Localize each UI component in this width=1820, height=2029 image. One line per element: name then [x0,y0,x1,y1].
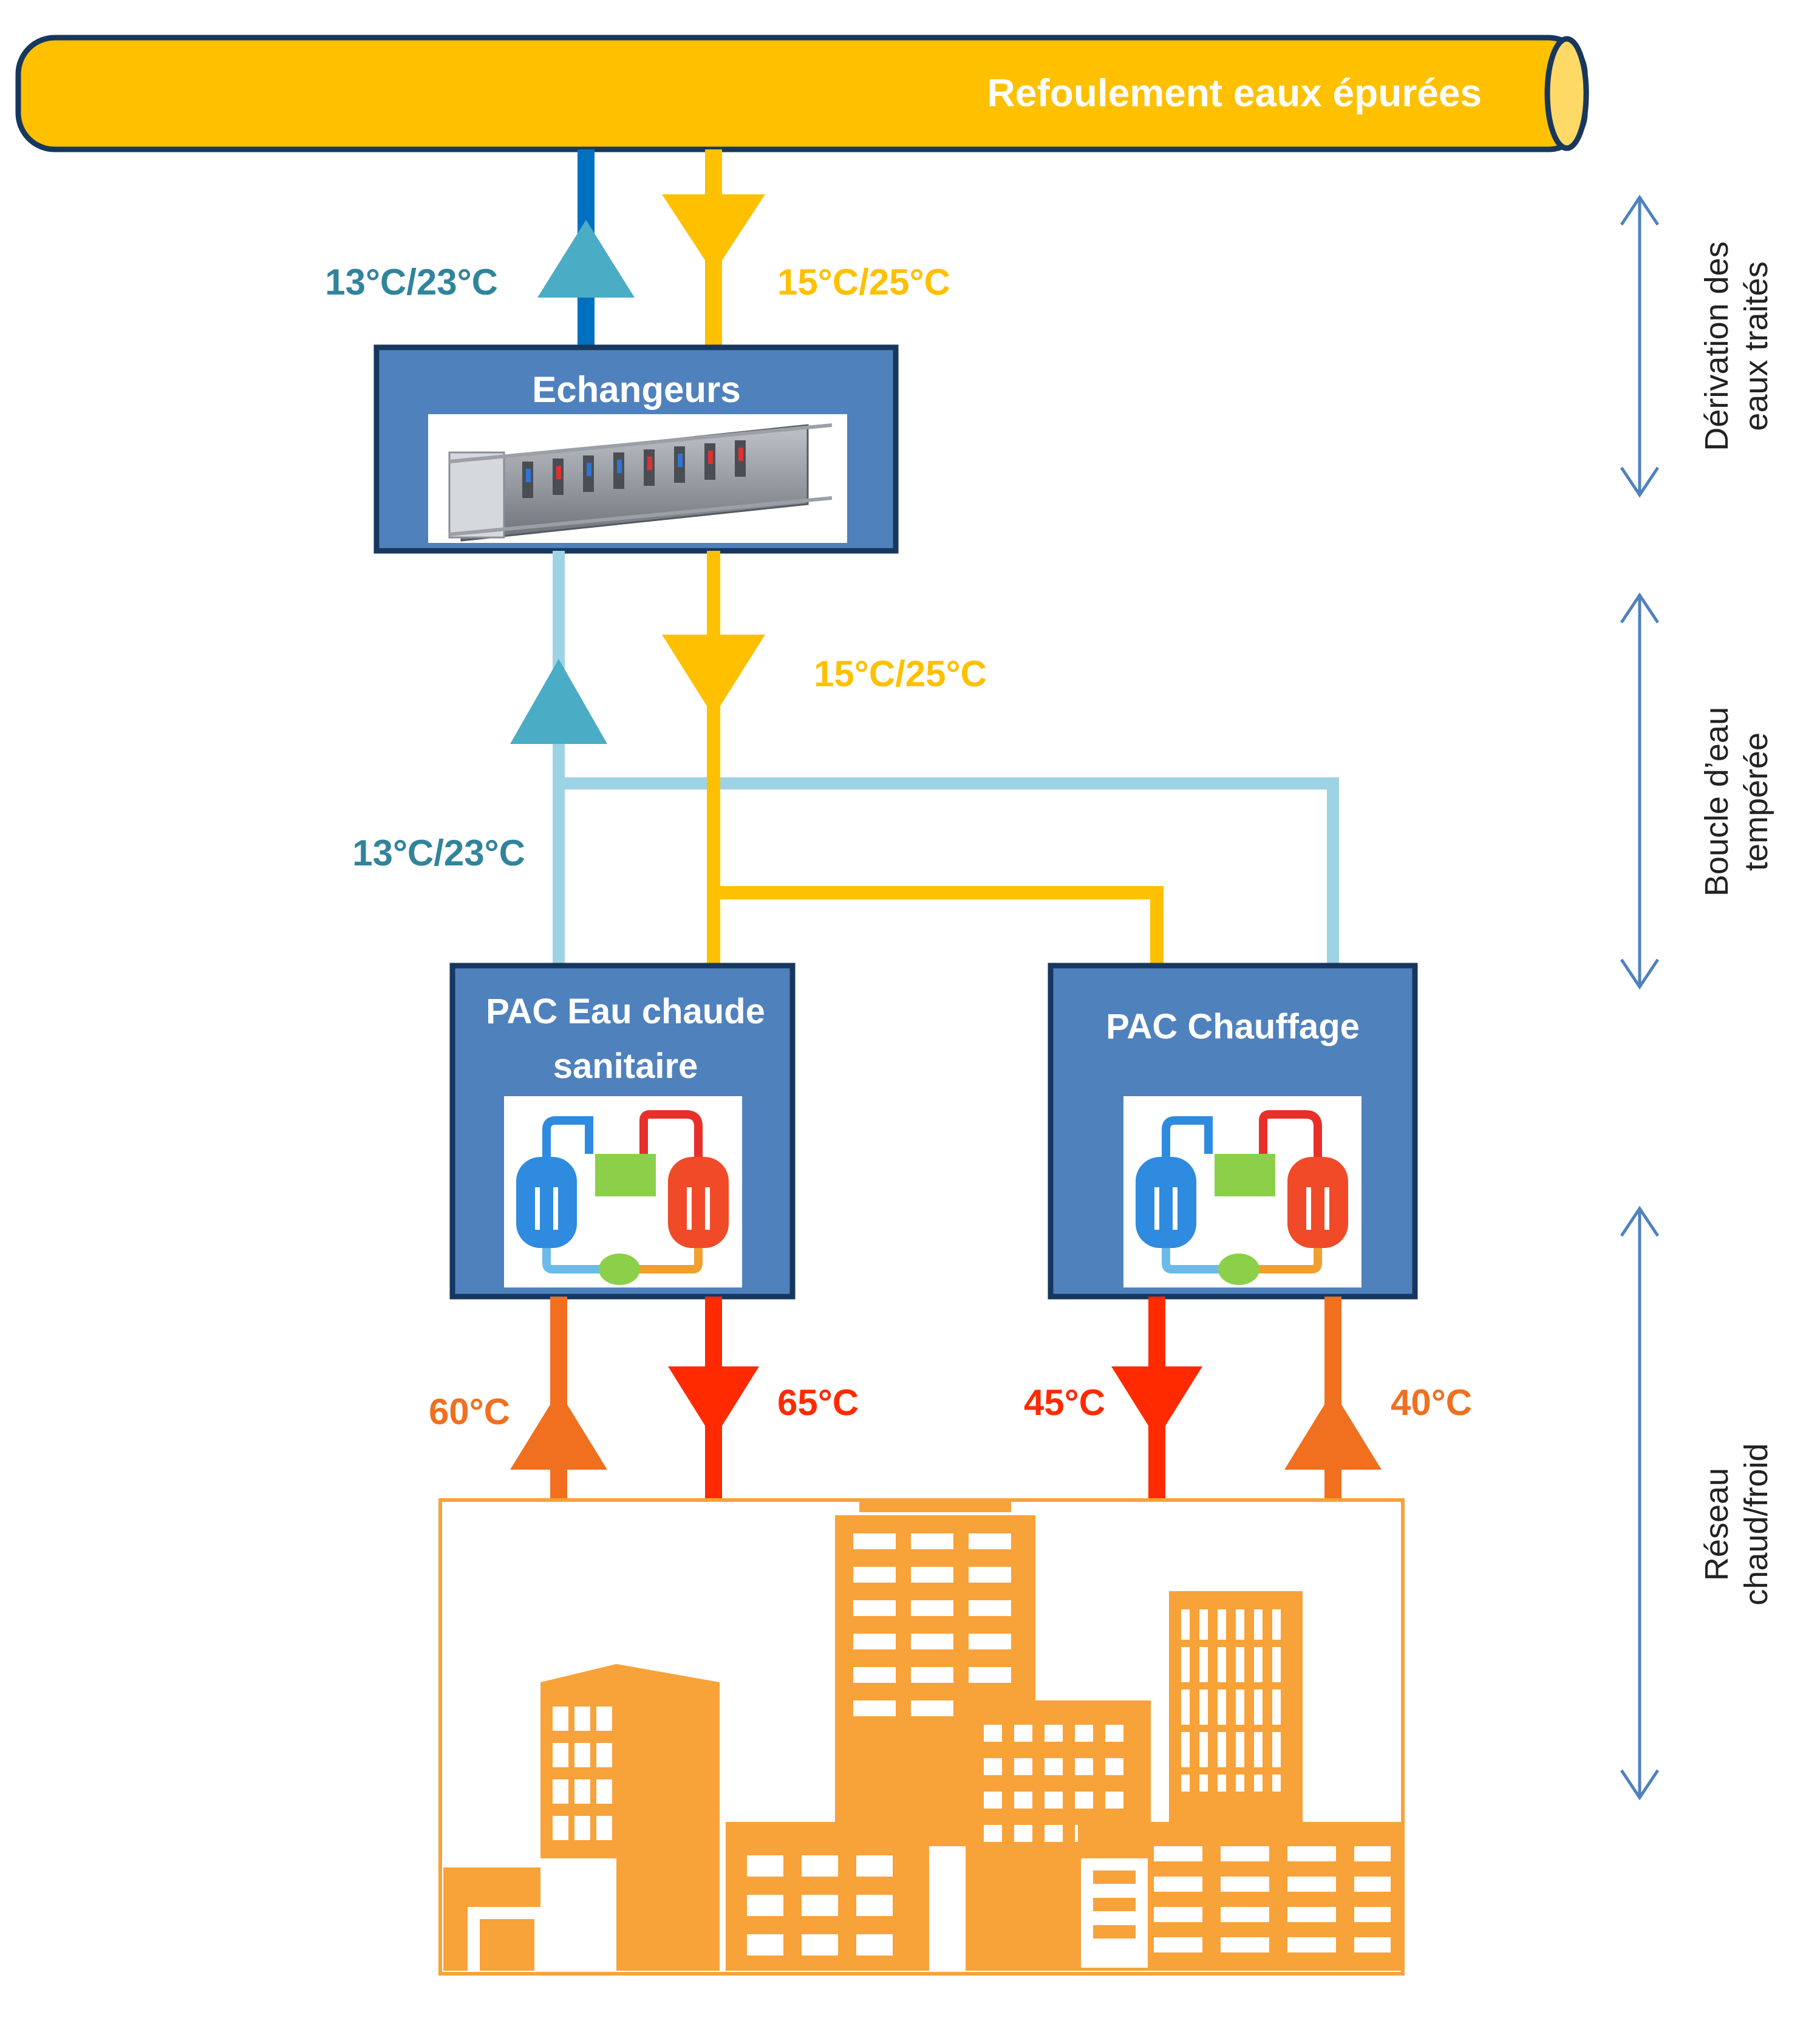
up-arrow-heating-return [1284,1391,1382,1470]
temp-heating-return: 40°C [1391,1382,1472,1423]
heat-pump-cycle-icon [516,1110,729,1285]
temp-loop-supply: 15°C/25°C [814,653,987,694]
up-arrow-loop-return [510,659,607,744]
zone-network-line1: Réseau [1699,1468,1735,1581]
temp-loop-return: 13°C/23°C [352,833,525,873]
zone-arrow-loop [1620,592,1660,990]
heat-pump-dhw-label-1: PAC Eau chaude [486,992,765,1031]
down-arrow-heating-supply [1111,1366,1202,1439]
plate-heat-exchanger-icon [448,423,833,542]
temp-top-return: 13°C/23°C [325,262,498,302]
zone-network-line2: chaud/froid [1738,1443,1774,1605]
zone-derivation-line1: Dérivation des [1699,241,1735,451]
treated-water-pipe [15,35,1589,152]
down-arrow-supply-top [662,194,765,273]
loop-return-pipe [553,551,1339,966]
city-buildings-icon [438,1498,1405,1976]
temp-dhw-supply: 65°C [777,1382,859,1423]
zone-arrow-network [1620,1205,1660,1801]
heat-pump-heating-label: PAC Chauffage [1106,1007,1360,1046]
zone-arrow-derivation [1620,194,1660,498]
zone-derivation-line2: eaux traités [1738,261,1774,431]
loop-supply-pipe [707,551,1164,966]
zone-loop-line1: Boucle d’eau [1699,707,1735,896]
temp-heating-supply: 45°C [1024,1382,1105,1423]
up-arrow-return-top [537,220,635,298]
heat-pump-dhw-label-2: sanitaire [553,1046,698,1086]
pipe-label: Refoulement eaux épurées [987,71,1482,115]
heat-pump-cycle-icon [1136,1110,1348,1285]
up-arrow-dhw-return [510,1391,607,1470]
exchanger-label: Echangeurs [532,369,740,410]
down-arrow-loop-supply [662,635,765,717]
down-arrow-dhw-supply [668,1366,759,1439]
temp-dhw-return: 60°C [429,1391,510,1432]
zone-loop-line2: tempérée [1738,732,1774,871]
temp-top-supply: 15°C/25°C [777,262,950,302]
